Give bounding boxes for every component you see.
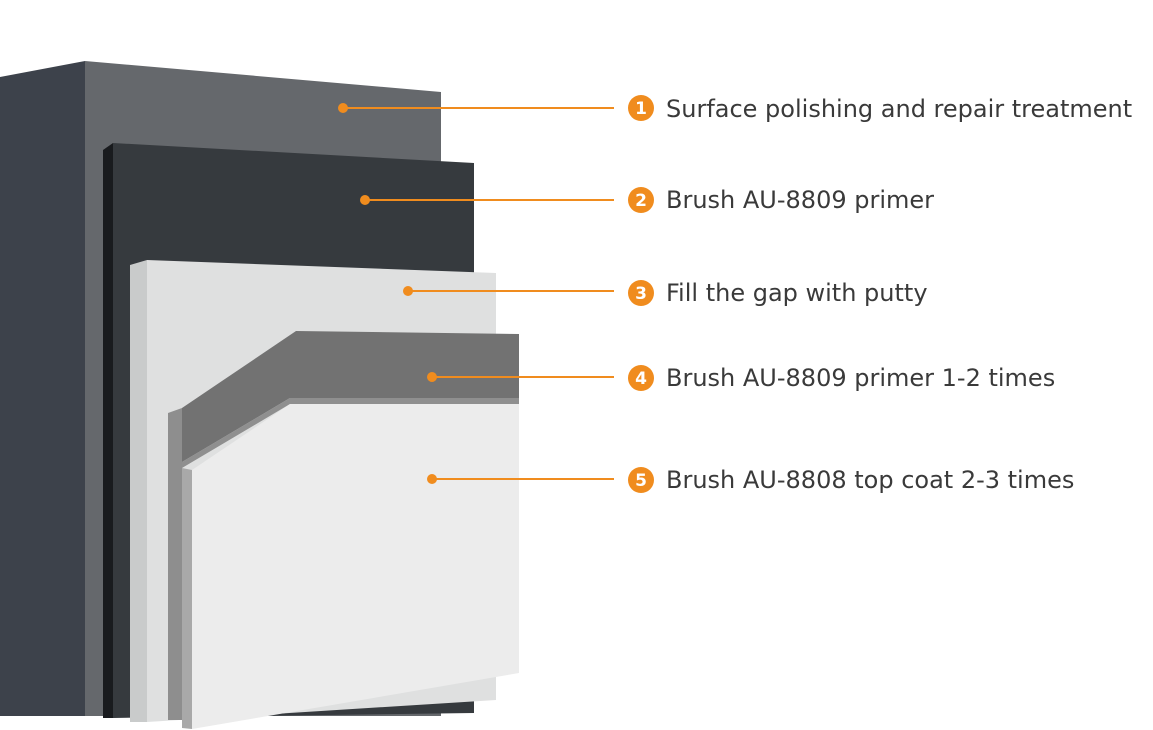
step-label-3: Fill the gap with putty <box>666 279 928 307</box>
substrate-side <box>0 61 85 716</box>
callout-step-5: 5 Brush AU-8808 top coat 2-3 times <box>427 466 1074 494</box>
primer2-face <box>182 331 519 462</box>
step-badge-4 <box>628 365 654 391</box>
primer2-bevel <box>182 398 519 468</box>
topcoat-face <box>192 404 519 729</box>
step-badge-2 <box>628 187 654 213</box>
step-badge-1 <box>628 95 654 121</box>
layer-primer-2 <box>168 331 519 720</box>
topcoat-side <box>182 468 192 729</box>
callout-step-1: 1 Surface polishing and repair treatment <box>338 95 1132 123</box>
step-number-2: 2 <box>635 191 647 211</box>
layer-topcoat <box>182 404 519 729</box>
step-label-4: Brush AU-8809 primer 1-2 times <box>666 364 1055 392</box>
callout-step-3: 3 Fill the gap with putty <box>403 279 928 307</box>
anchor-dot-5 <box>427 474 437 484</box>
step-number-4: 4 <box>635 369 647 389</box>
primer-side <box>103 143 113 718</box>
anchor-dot-4 <box>427 372 437 382</box>
step-number-1: 1 <box>635 99 647 119</box>
step-label-5: Brush AU-8808 top coat 2-3 times <box>666 466 1074 494</box>
anchor-dot-2 <box>360 195 370 205</box>
step-label-1: Surface polishing and repair treatment <box>666 95 1132 123</box>
step-badge-3 <box>628 280 654 306</box>
step-label-2: Brush AU-8809 primer <box>666 186 934 214</box>
step-number-3: 3 <box>635 284 647 304</box>
primer2-edge <box>168 408 182 720</box>
callout-step-4: 4 Brush AU-8809 primer 1-2 times <box>427 364 1055 392</box>
putty-side <box>130 260 147 722</box>
step-number-5: 5 <box>635 471 647 491</box>
anchor-dot-1 <box>338 103 348 113</box>
step-badge-5 <box>628 467 654 493</box>
anchor-dot-3 <box>403 286 413 296</box>
callout-step-2: 2 Brush AU-8809 primer <box>360 186 934 214</box>
